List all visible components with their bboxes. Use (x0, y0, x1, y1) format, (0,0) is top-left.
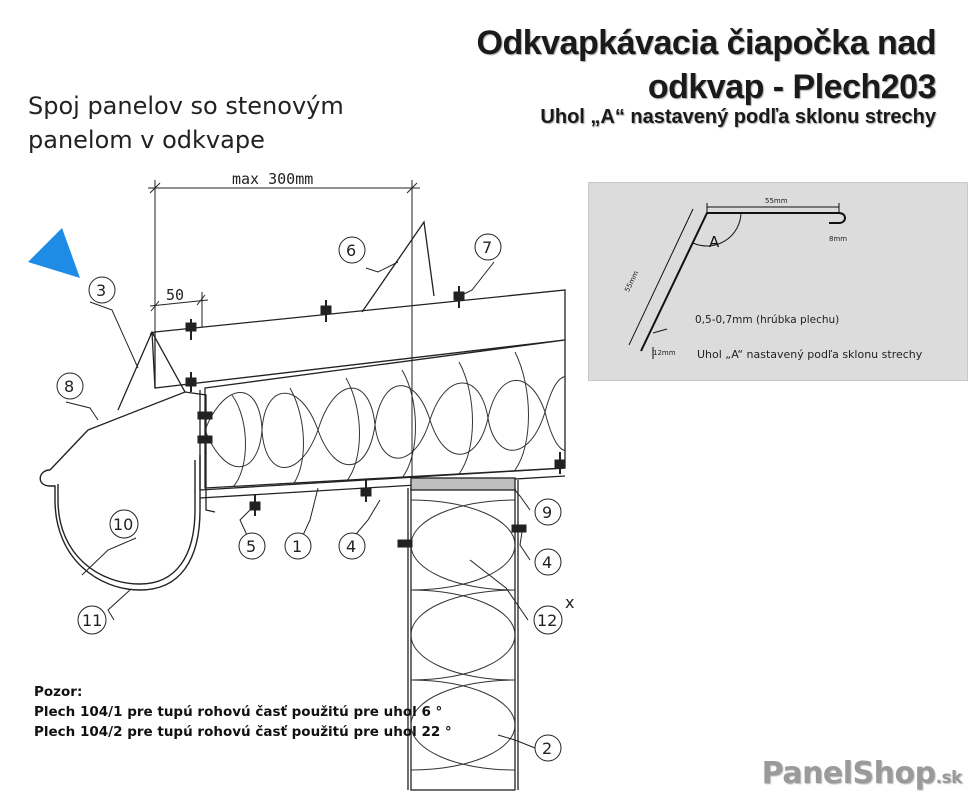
callout-4: 4 (338, 532, 366, 560)
drip-cap-flashing (361, 220, 435, 313)
svg-text:2: 2 (542, 739, 552, 758)
callout-7: 7 (474, 233, 502, 261)
note-line-2: Plech 104/2 pre tupú rohovú časť použitú… (34, 724, 452, 740)
dimension-max-label: max 300mm (232, 170, 313, 188)
brand-suffix: .sk (935, 768, 963, 788)
callout-8: 8 (56, 372, 84, 400)
callout-leaders (65, 261, 536, 749)
svg-text:4: 4 (346, 537, 356, 556)
subtitle-line-2: panelom v odkvape (28, 126, 265, 154)
screws (185, 286, 566, 548)
angle-a-label: A (709, 233, 720, 251)
note-heading: Pozor: (34, 684, 83, 700)
dimension-fifty-label: 50 (166, 286, 184, 304)
callout-6: 6 (338, 236, 366, 264)
callout-10: 10 (109, 509, 139, 539)
svg-text:9: 9 (542, 503, 552, 522)
callout-11: 11 (77, 605, 107, 635)
callout-12: 12 (533, 605, 563, 635)
svg-text:1: 1 (292, 537, 302, 556)
svg-text:3: 3 (96, 281, 106, 300)
callout-3: 3 (88, 276, 116, 304)
svg-text:5: 5 (246, 537, 256, 556)
thickness-label: 0,5-0,7mm (hrúbka plechu) (695, 314, 839, 326)
warning-note: Pozor: Plech 104/1 pre tupú rohovú časť … (34, 682, 452, 742)
svg-text:11: 11 (82, 611, 102, 630)
dimension-fifty (149, 292, 209, 332)
callout-1: 1 (284, 532, 312, 560)
callout-2: 2 (534, 734, 562, 762)
eave-flashing (87, 330, 216, 513)
title-line-2: odkvap - Plech203 (647, 68, 937, 106)
angle-note-label: Uhol „A“ nastavený podľa sklonu strechy (697, 348, 923, 361)
callouts: 3 6 7 8 10 11 5 1 4 9 4 12 x 2 (56, 233, 574, 762)
svg-text:10: 10 (113, 515, 133, 534)
brand-name: PanelShop (761, 756, 936, 791)
roof-insulation (205, 351, 565, 488)
note-line-1: Plech 104/1 pre tupú rohovú časť použitú… (34, 704, 443, 720)
callout-4b: 4 (534, 548, 562, 576)
svg-text:7: 7 (482, 238, 492, 257)
callout-9: 9 (534, 498, 562, 526)
flashing-profile-drawing: 55mm 8mm 55mm 12mm A 0,5-0,7mm (hrúbka p… (623, 197, 923, 361)
dim-top-label: 55mm (765, 197, 788, 205)
svg-text:4: 4 (542, 553, 552, 572)
svg-text:6: 6 (346, 241, 356, 260)
title-line-3: Uhol „A“ nastavený podľa sklonu strechy (540, 106, 936, 128)
title-line-1: Odkvapkávacia čiapočka nad (476, 24, 937, 62)
callout-5: 5 (238, 532, 266, 560)
dim-side-label: 55mm (623, 269, 640, 293)
wall-panel (407, 477, 519, 791)
blue-arrow-icon (28, 228, 80, 278)
brand-logo: PanelShop.sk (761, 756, 963, 791)
svg-text:8: 8 (64, 377, 74, 396)
roof-panel (149, 289, 566, 499)
callout-12-mark: x (565, 593, 574, 612)
flashing-detail-panel: 55mm 8mm 55mm 12mm A 0,5-0,7mm (hrúbka p… (588, 182, 968, 381)
wall-insulation (411, 499, 515, 771)
dim-tip-label: 12mm (653, 349, 676, 357)
subtitle-line-1: Spoj panelov so stenovým (28, 92, 344, 120)
svg-text:12: 12 (537, 611, 557, 630)
gutter (39, 429, 201, 591)
dim-hem-label: 8mm (829, 235, 847, 243)
